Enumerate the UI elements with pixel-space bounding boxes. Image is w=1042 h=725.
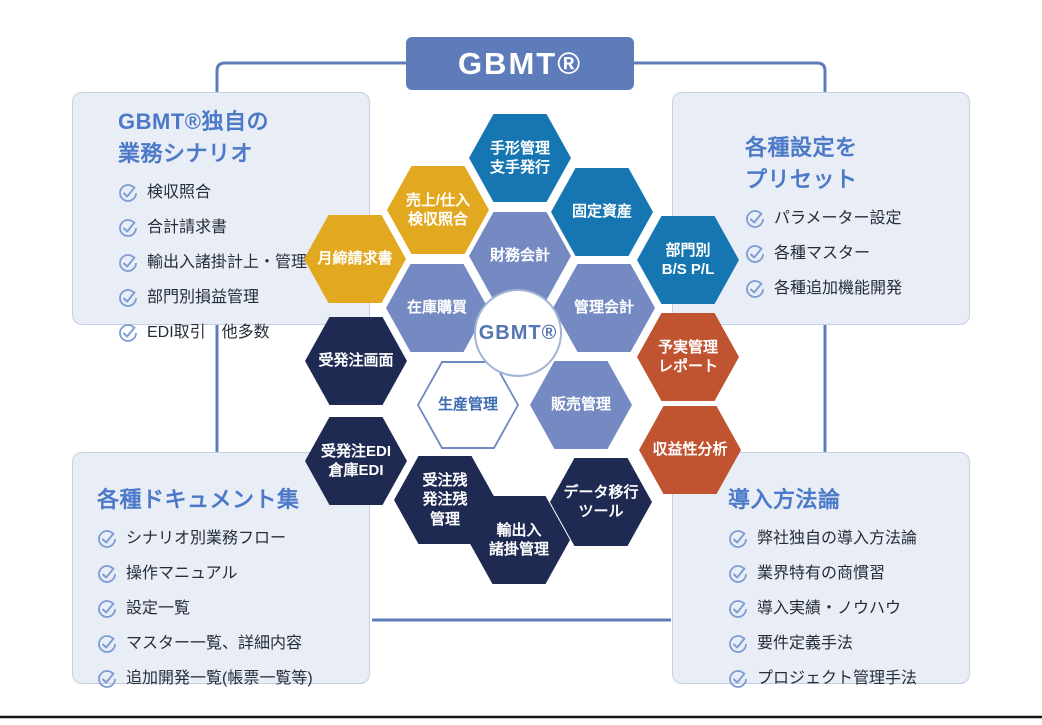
checklist-item: EDI取引 他多数 (118, 323, 353, 343)
checklist-item: 導入実績・ノウハウ (728, 599, 959, 619)
checklist-item-label: 要件定義手法 (757, 635, 854, 653)
panel-preset-settings: 各種設定を プリセット パラメーター設定 各種マスター 各種追加機能開発 (672, 92, 970, 325)
panel-implementation-methodology: 導入方法論 弊社独自の導入方法論 業界特有の商慣習 導入実績・ノウハウ 要件定義… (672, 452, 970, 688)
checklist-item: 輸出入諸掛計上・管理 (118, 253, 353, 273)
checklist-item-label: 設定一覧 (126, 600, 191, 618)
check-circle-icon (119, 218, 137, 237)
checklist-item: マスター一覧、詳細内容 (97, 634, 359, 654)
center-circle-label: GBMT® (478, 321, 558, 344)
checklist-item: 部門別損益管理 (118, 288, 353, 308)
checklist-item: パラメーター設定 (745, 209, 957, 229)
panel-title: 導入方法論 (728, 487, 841, 512)
checklist-item-label: プロジェクト管理手法 (757, 670, 918, 688)
check-circle-icon (98, 669, 116, 688)
check-circle-icon (119, 253, 137, 272)
checklist-item-label: 検収照合 (147, 184, 212, 202)
center-circle: GBMT® (474, 289, 562, 377)
checklist-item-label: 導入実績・ノウハウ (757, 600, 902, 618)
check-circle-icon (98, 529, 116, 548)
panel-title: 各種設定を プリセット (745, 135, 858, 192)
check-circle-icon (729, 564, 747, 583)
check-circle-icon (729, 634, 747, 653)
check-circle-icon (729, 669, 747, 688)
checklist-item-label: EDI取引 他多数 (147, 324, 270, 342)
checklist: シナリオ別業務フロー 操作マニュアル 設定一覧 マスター一覧、詳細内容 追加開発… (97, 529, 359, 689)
panel-business-scenarios: GBMT®独自の 業務シナリオ 検収照合 合計請求書 輸出入諸掛計上・管理 部門… (72, 92, 370, 342)
checklist-item-label: 部門別損益管理 (147, 289, 260, 307)
checklist-item-label: パラメーター設定 (774, 210, 902, 228)
check-circle-icon (729, 599, 747, 618)
checklist-item-label: 操作マニュアル (126, 565, 238, 583)
check-circle-icon (119, 183, 137, 202)
checklist-item: 各種マスター (745, 244, 957, 264)
checklist-item-label: 弊社独自の導入方法論 (757, 530, 918, 548)
checklist-item-label: 追加開発一覧(帳票一覧等) (126, 670, 313, 688)
checklist-item: 設定一覧 (97, 599, 359, 619)
checklist-item: プロジェクト管理手法 (728, 669, 959, 689)
panel-document-collection: 各種ドキュメント集 シナリオ別業務フロー 操作マニュアル 設定一覧 マスター一覧… (72, 452, 370, 688)
checklist-item-label: 業界特有の商慣習 (757, 565, 886, 583)
check-circle-icon (746, 209, 764, 228)
title-badge: GBMT® (406, 37, 634, 90)
check-circle-icon (746, 279, 764, 298)
checklist-item: 操作マニュアル (97, 564, 359, 584)
checklist-item-label: 輸出入諸掛計上・管理 (147, 254, 308, 272)
checklist-item: 業界特有の商慣習 (728, 564, 959, 584)
check-circle-icon (98, 599, 116, 618)
checklist-item-label: 各種追加機能開発 (774, 280, 903, 298)
checklist-item: 各種追加機能開発 (745, 279, 957, 299)
checklist: 検収照合 合計請求書 輸出入諸掛計上・管理 部門別損益管理 EDI取引 他多数 (118, 183, 353, 343)
panel-title: GBMT®独自の 業務シナリオ (118, 109, 269, 166)
check-circle-icon (98, 564, 116, 583)
check-circle-icon (119, 323, 137, 342)
panel-title: 各種ドキュメント集 (97, 487, 300, 512)
checklist: パラメーター設定 各種マスター 各種追加機能開発 (745, 209, 957, 299)
checklist-item: 追加開発一覧(帳票一覧等) (97, 669, 359, 689)
checklist-item-label: マスター一覧、詳細内容 (126, 635, 303, 653)
checklist-item: シナリオ別業務フロー (97, 529, 359, 549)
checklist: 弊社独自の導入方法論 業界特有の商慣習 導入実績・ノウハウ 要件定義手法 プロジ… (728, 529, 959, 689)
checklist-item: 要件定義手法 (728, 634, 959, 654)
checklist-item-label: 各種マスター (774, 245, 871, 263)
check-circle-icon (746, 244, 764, 263)
checklist-item: 検収照合 (118, 183, 353, 203)
check-circle-icon (729, 529, 747, 548)
check-circle-icon (119, 288, 137, 307)
checklist-item: 弊社独自の導入方法論 (728, 529, 959, 549)
checklist-item-label: シナリオ別業務フロー (126, 530, 287, 548)
title-text: GBMT® (457, 45, 583, 81)
checklist-item: 合計請求書 (118, 218, 353, 238)
check-circle-icon (98, 634, 116, 653)
checklist-item-label: 合計請求書 (147, 219, 228, 237)
